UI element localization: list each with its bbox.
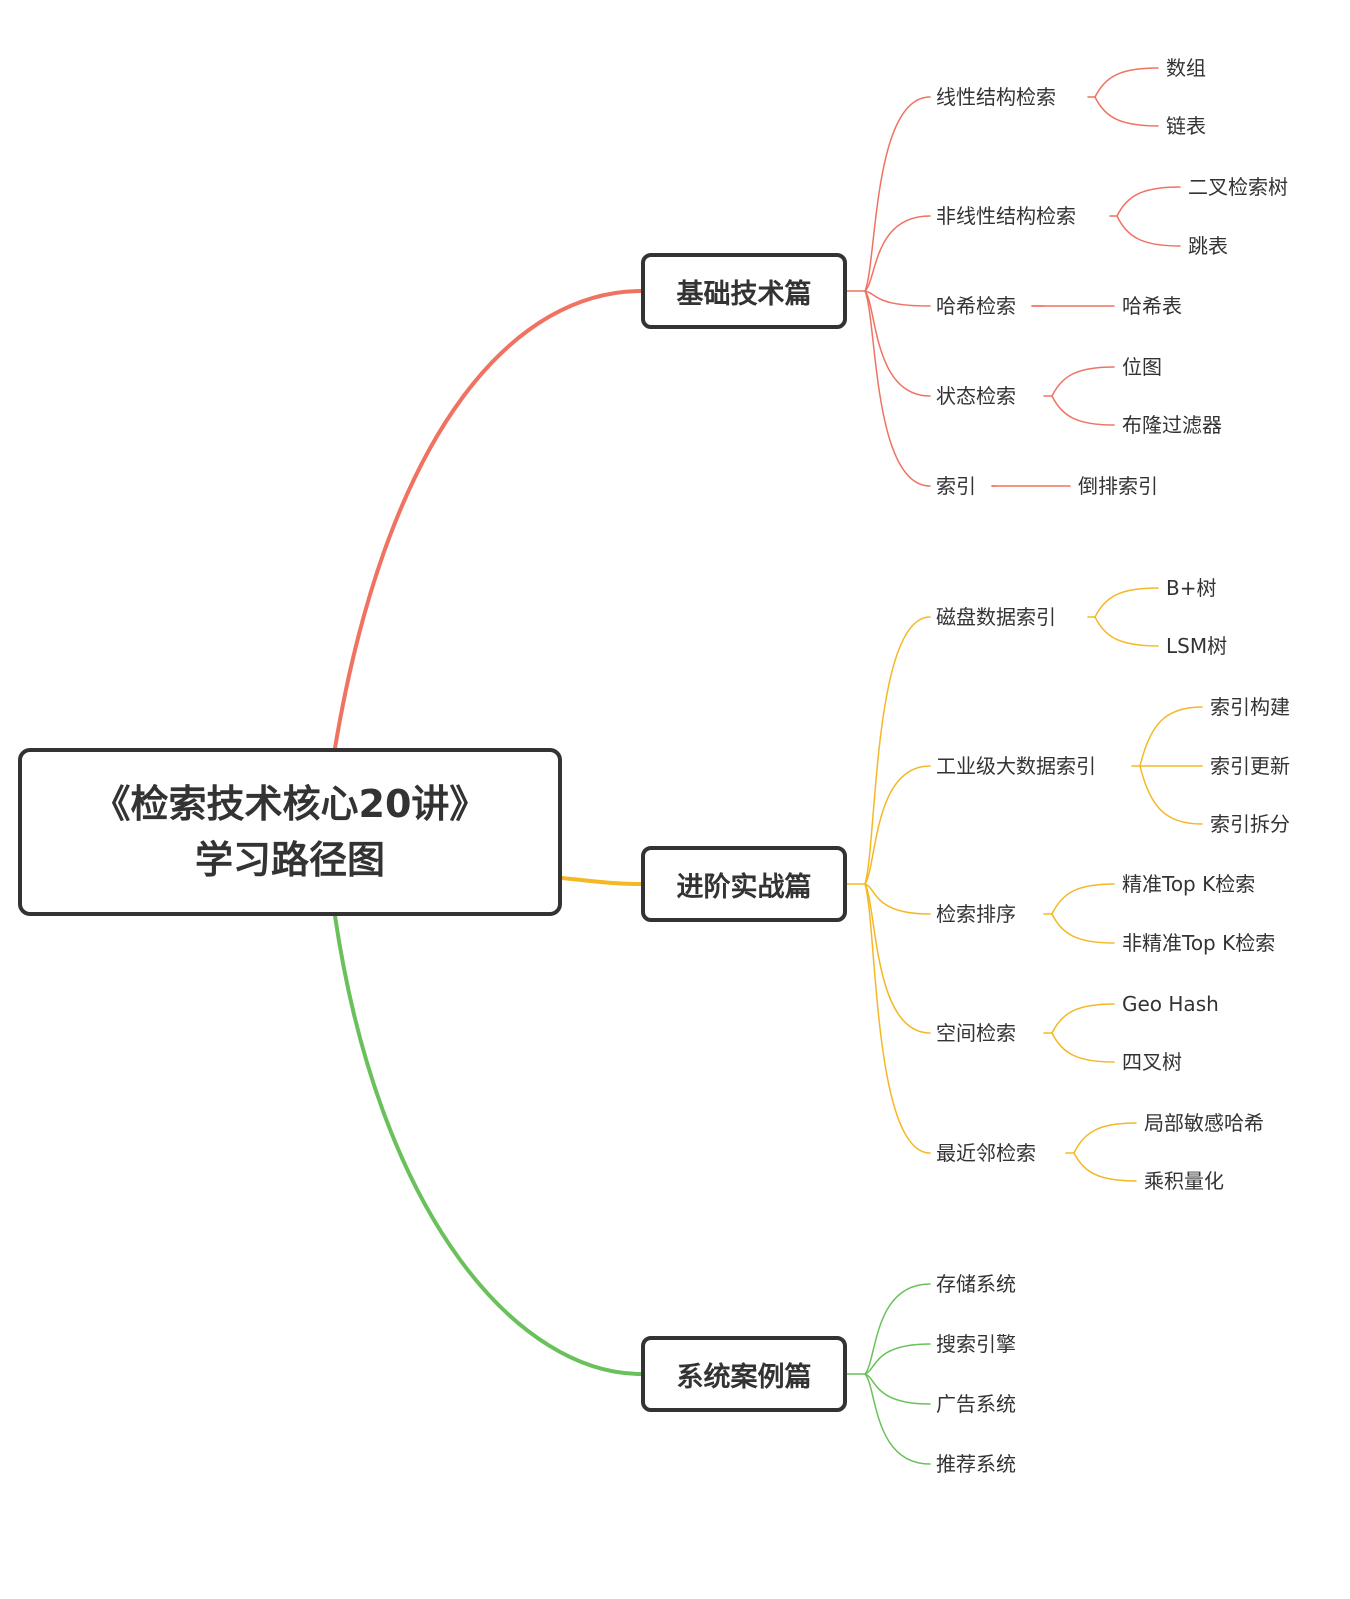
root-node: 《检索技术核心20讲》 学习路径图: [18, 748, 562, 916]
connector-basic-sub-3: [864, 290, 931, 397]
connector-basic-sub-1: [864, 215, 931, 292]
sub-topic-advanced-0: 磁盘数据索引: [936, 605, 1056, 629]
connector-root-advanced: [560, 876, 643, 886]
leaf-basic-2-0: 哈希表: [1122, 294, 1182, 318]
leaf-basic-4-0: 倒排索引: [1078, 474, 1158, 498]
leaf-advanced-0-0: B+树: [1166, 576, 1217, 600]
sub-topic-system-0: 存储系统: [936, 1272, 1016, 1296]
sub-topic-system-2: 广告系统: [936, 1392, 1016, 1416]
connector-system-sub-3: [864, 1373, 931, 1465]
sub-topic-basic-2: 哈希检索: [936, 294, 1016, 318]
leaf-advanced-3-1: 四叉树: [1122, 1050, 1182, 1074]
connector-advanced-sub-1-leaf-0: [1139, 706, 1203, 767]
connector-advanced-sub-3-leaf-1: [1051, 1032, 1115, 1063]
connector-system-sub-1: [864, 1343, 931, 1375]
sub-topic-basic-4: 索引: [936, 474, 976, 498]
sub-topic-basic-1: 非线性结构检索: [936, 204, 1076, 228]
leaf-advanced-4-0: 局部敏感哈希: [1144, 1111, 1264, 1135]
sub-topic-system-1: 搜索引擎: [936, 1332, 1016, 1356]
sub-topic-basic-3: 状态检索: [936, 384, 1016, 408]
connector-advanced-sub-2-leaf-1: [1051, 913, 1115, 944]
sub-topic-system-3: 推荐系统: [936, 1452, 1016, 1476]
connector-basic-sub-1-leaf-0: [1116, 186, 1181, 217]
branch-node-basic: 基础技术篇: [641, 253, 847, 329]
branch-node-advanced: 进阶实战篇: [641, 846, 847, 922]
sub-topic-basic-0: 线性结构检索: [936, 85, 1056, 109]
leaf-advanced-1-2: 索引拆分: [1210, 812, 1290, 836]
connector-advanced-sub-3: [864, 883, 931, 1034]
connector-basic-sub-2: [864, 290, 931, 307]
leaf-advanced-3-0: Geo Hash: [1122, 992, 1219, 1016]
leaf-basic-0-0: 数组: [1166, 56, 1206, 80]
connector-basic-sub-0: [864, 96, 931, 292]
connector-basic-sub-0-leaf-1: [1094, 96, 1159, 127]
connector-basic-sub-4: [864, 290, 931, 487]
leaf-advanced-0-1: LSM树: [1166, 634, 1228, 658]
connector-system-sub-0: [864, 1283, 931, 1375]
leaf-basic-1-0: 二叉检索树: [1188, 175, 1288, 199]
connector-advanced-sub-4-leaf-0: [1073, 1122, 1137, 1154]
connector-root-system: [333, 914, 643, 1376]
connector-root-basic: [333, 289, 643, 750]
connector-advanced-sub-3-leaf-0: [1051, 1003, 1115, 1034]
connector-system-sub-2: [864, 1373, 931, 1405]
sub-topic-advanced-4: 最近邻检索: [936, 1141, 1036, 1165]
connector-advanced-sub-0-leaf-0: [1094, 587, 1159, 618]
connector-advanced-sub-4-leaf-1: [1073, 1152, 1137, 1182]
connector-basic-sub-0-leaf-0: [1094, 67, 1159, 98]
leaf-advanced-1-1: 索引更新: [1210, 754, 1290, 778]
branch-label-basic: 基础技术篇: [676, 278, 812, 310]
branch-label-advanced: 进阶实战篇: [676, 871, 812, 903]
sub-topic-advanced-3: 空间检索: [936, 1021, 1016, 1045]
connector-advanced-sub-0-leaf-1: [1094, 616, 1159, 647]
connector-basic-sub-1-leaf-1: [1116, 215, 1181, 247]
leaf-advanced-1-0: 索引构建: [1210, 695, 1290, 719]
connector-basic-sub-3-leaf-0: [1051, 366, 1115, 397]
leaf-basic-0-1: 链表: [1166, 114, 1206, 138]
connector-advanced-sub-4: [864, 883, 931, 1154]
leaf-basic-3-1: 布隆过滤器: [1122, 413, 1222, 437]
branch-label-system: 系统案例篇: [676, 1361, 812, 1393]
branch-node-system: 系统案例篇: [641, 1336, 847, 1412]
connector-advanced-sub-0: [864, 616, 931, 885]
connector-advanced-sub-1: [864, 765, 931, 885]
leaf-basic-3-0: 位图: [1122, 355, 1162, 379]
root-title-line2: 学习路径图: [194, 838, 385, 882]
sub-topic-advanced-1: 工业级大数据索引: [936, 754, 1096, 778]
sub-topic-advanced-2: 检索排序: [936, 902, 1016, 926]
leaf-basic-1-1: 跳表: [1188, 234, 1228, 258]
connector-advanced-sub-1-leaf-2: [1139, 765, 1203, 825]
connector-advanced-sub-2-leaf-0: [1051, 883, 1115, 915]
leaf-advanced-4-1: 乘积量化: [1144, 1169, 1224, 1193]
connector-basic-sub-3-leaf-1: [1051, 395, 1115, 426]
root-title-line1: 《检索技术核心20讲》: [92, 782, 488, 826]
leaf-advanced-2-1: 非精准Top K检索: [1122, 931, 1276, 955]
leaf-advanced-2-0: 精准Top K检索: [1122, 872, 1256, 896]
connector-advanced-sub-2: [864, 883, 931, 915]
